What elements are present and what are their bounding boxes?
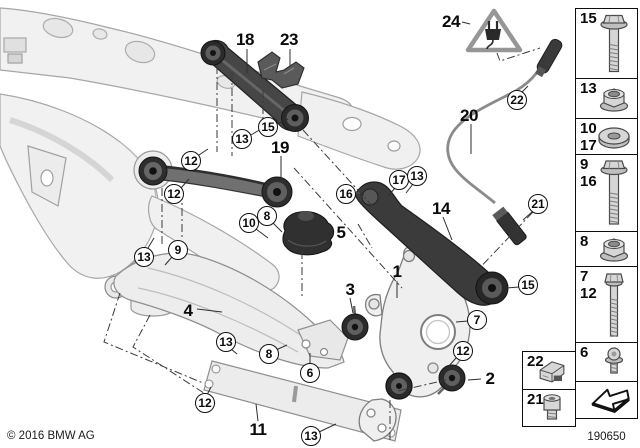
- part-bushing-2: [437, 364, 466, 395]
- cable-clip-icon: [532, 355, 572, 386]
- callout-22[interactable]: 22: [507, 90, 527, 110]
- legend-box-labels: 22: [527, 353, 544, 371]
- callout-4[interactable]: 4: [183, 301, 193, 320]
- legend-back-button[interactable]: [575, 380, 638, 419]
- callout-1[interactable]: 1: [392, 262, 402, 281]
- part-bushing-3: [341, 305, 369, 341]
- callout-12[interactable]: 12: [181, 151, 201, 171]
- part-camber-arm-14: [349, 181, 509, 306]
- callout-17[interactable]: 17: [389, 170, 409, 190]
- callout-12[interactable]: 12: [453, 341, 473, 361]
- hex-bolt-long-icon: [594, 270, 634, 340]
- legend-box-21[interactable]: 21: [522, 388, 576, 427]
- washer-icon: [594, 122, 634, 152]
- part-bracket-23: [257, 51, 305, 89]
- callout-15[interactable]: 15: [518, 275, 538, 295]
- part-spring-arm-4: [113, 252, 349, 369]
- part-rubber-mount-5: [282, 211, 335, 256]
- socket-head-screw-icon: [532, 393, 572, 423]
- legend-box-labels: 15: [580, 10, 597, 28]
- callout-14[interactable]: 14: [432, 199, 450, 218]
- legend-box-labels: 8: [580, 232, 589, 250]
- callout-21[interactable]: 21: [528, 194, 548, 214]
- electrical-hazard-plug-triangle-icon: [465, 8, 523, 53]
- callout-13[interactable]: 13: [134, 247, 154, 267]
- callout-23[interactable]: 23: [280, 30, 298, 49]
- callout-6[interactable]: 6: [300, 363, 320, 383]
- legend-box-22[interactable]: 22: [522, 351, 576, 391]
- legend-box-8[interactable]: 8: [575, 230, 638, 268]
- flange-nut-icon: [594, 235, 634, 264]
- assembly-axis-lines: [103, 47, 541, 442]
- callout-19[interactable]: 19: [271, 138, 289, 157]
- flange-bolt-long-icon: [594, 158, 634, 228]
- callout-12[interactable]: 12: [164, 184, 184, 204]
- callout-9[interactable]: 9: [168, 240, 188, 260]
- diagram-number: 190650: [587, 431, 626, 443]
- callout-13[interactable]: 13: [232, 129, 252, 149]
- callout-7[interactable]: 7: [467, 310, 487, 330]
- legend-box-labels: 13: [580, 79, 597, 97]
- callout-16[interactable]: 16: [336, 184, 356, 204]
- legend-box-13[interactable]: 13: [575, 77, 638, 120]
- callout-18[interactable]: 18: [236, 30, 254, 49]
- callout-8[interactable]: 8: [257, 206, 277, 226]
- callout-8[interactable]: 8: [259, 344, 279, 364]
- callout-11[interactable]: 11: [249, 420, 267, 439]
- legend-box-labels: 21: [527, 390, 544, 408]
- part-wheel-carrier-1: [358, 246, 471, 442]
- callout-20[interactable]: 20: [460, 106, 478, 125]
- flange-nut-icon: [594, 82, 634, 116]
- callout-5[interactable]: 5: [336, 223, 346, 242]
- back-arrow-icon: [584, 385, 634, 415]
- flange-bolt-medium-icon: [594, 12, 634, 75]
- callout-15[interactable]: 15: [258, 117, 278, 137]
- callout-13[interactable]: 13: [301, 426, 321, 446]
- callout-leader-lines: [147, 21, 533, 433]
- legend-side-column: 22 21: [522, 351, 576, 427]
- copyright-notice: © 2016 BMW AG: [7, 430, 95, 442]
- legend-box-15[interactable]: 15: [575, 8, 638, 80]
- callout-24[interactable]: 24: [442, 12, 460, 31]
- callout-13[interactable]: 13: [407, 166, 427, 186]
- legend-box-6[interactable]: 6: [575, 342, 638, 383]
- callout-12[interactable]: 12: [195, 393, 215, 413]
- callout-10[interactable]: 10: [239, 213, 259, 233]
- part-sensor-cable-20: [446, 38, 563, 246]
- callout-3[interactable]: 3: [345, 280, 355, 299]
- torx-screw-small-icon: [594, 346, 634, 378]
- part-upper-control-arm-18: [200, 39, 309, 132]
- part-guide-arm-19: [138, 156, 293, 208]
- legend-box-labels: 6: [580, 344, 589, 362]
- callout-2[interactable]: 2: [485, 369, 495, 388]
- callout-13[interactable]: 13: [216, 332, 236, 352]
